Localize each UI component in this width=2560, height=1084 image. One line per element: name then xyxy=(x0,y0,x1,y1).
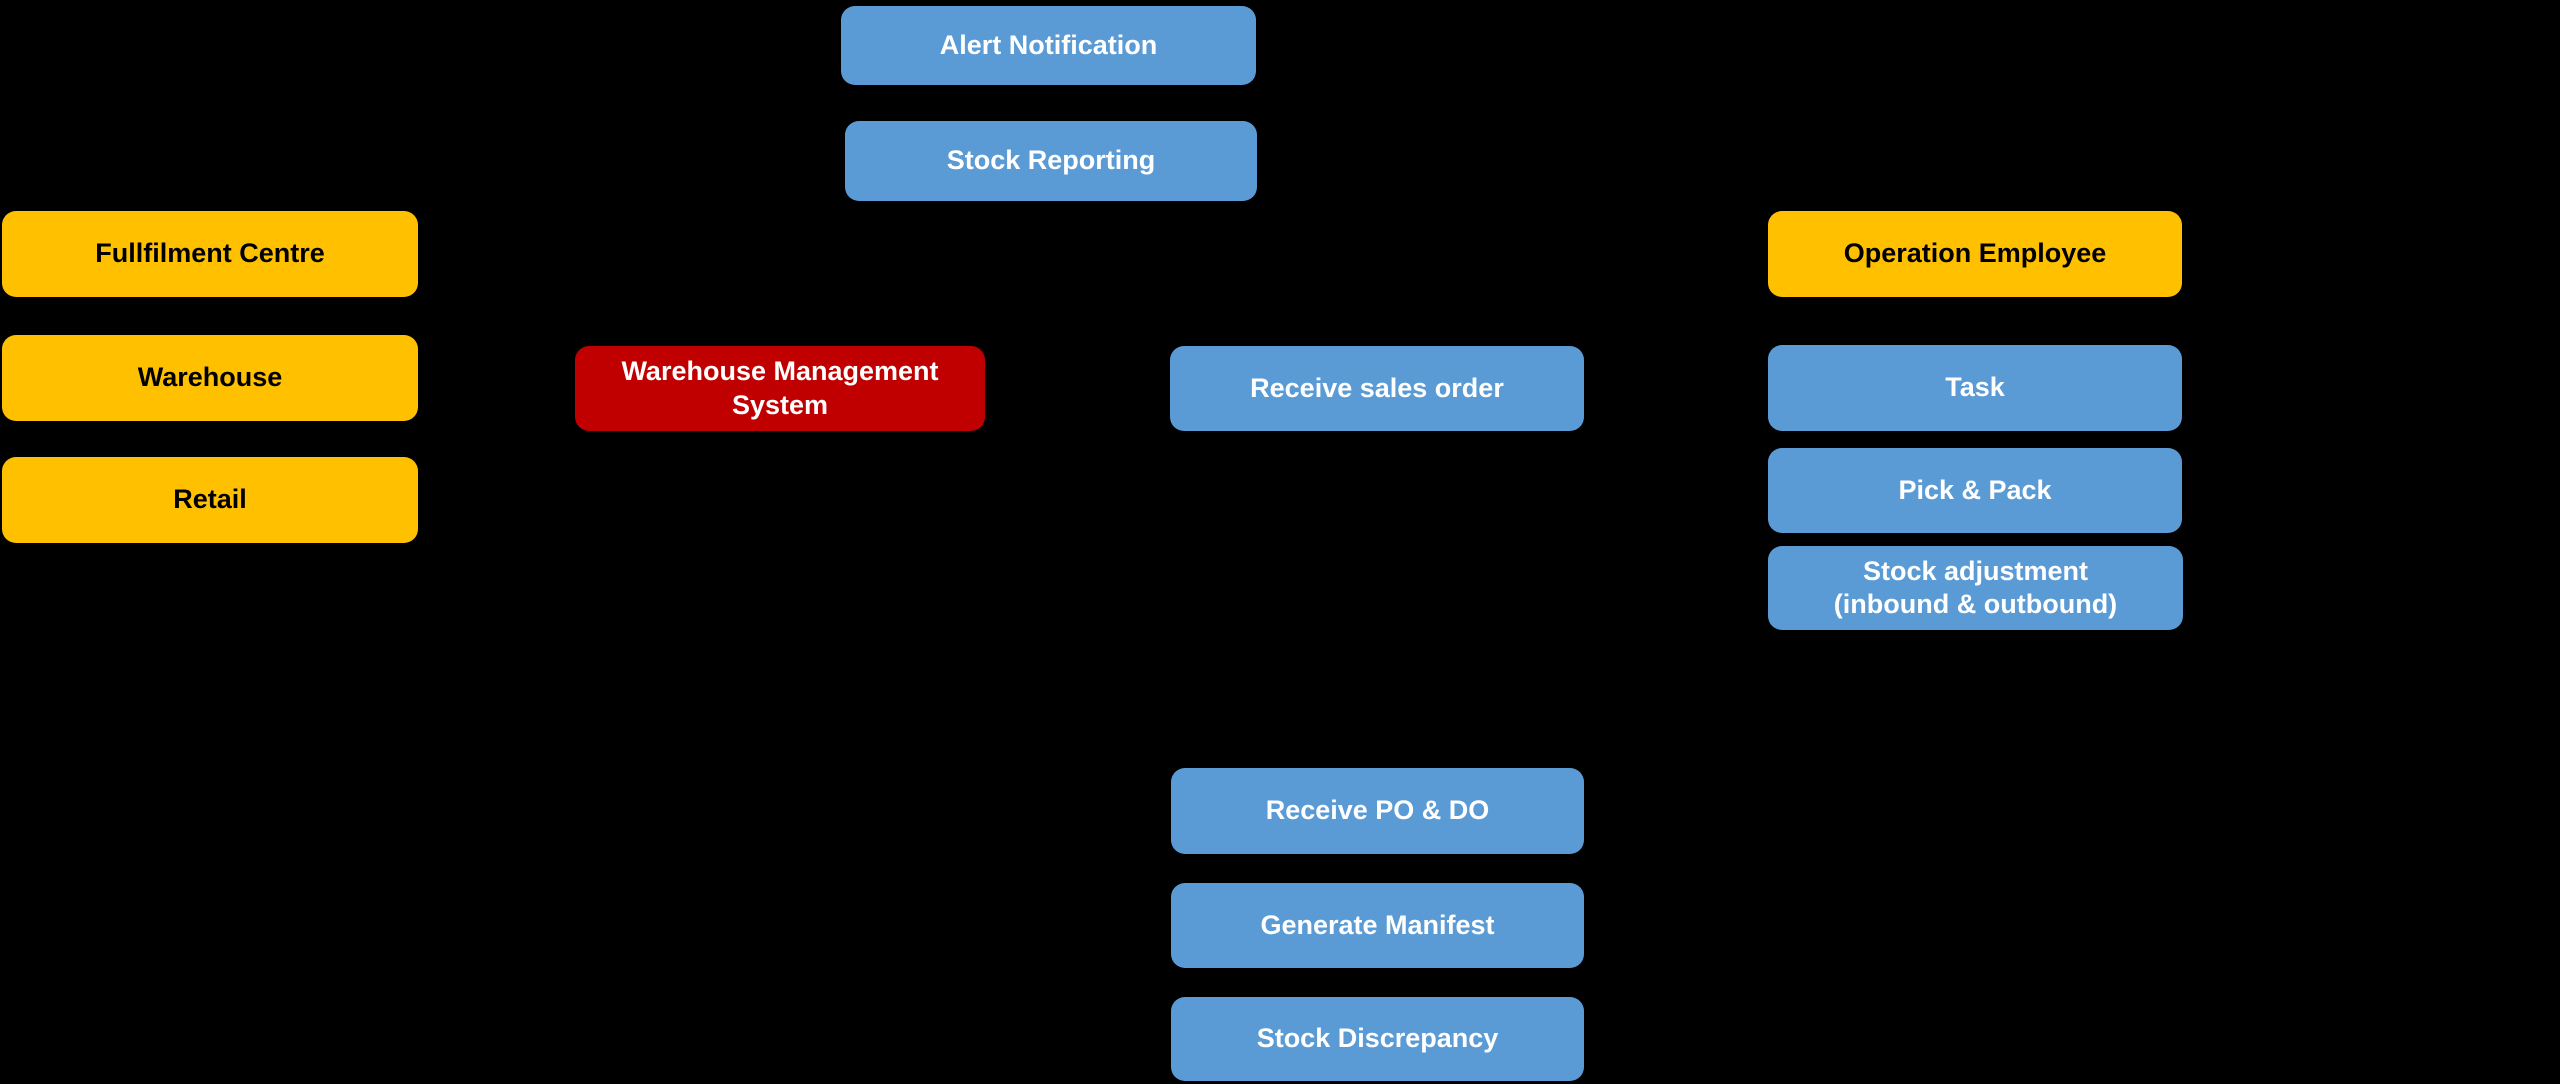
node-label: Alert Notification xyxy=(939,29,1158,60)
node-fullfilment-centre: Fullfilment Centre xyxy=(2,211,418,297)
node-label: Generate Manifest xyxy=(1260,909,1495,940)
node-generate-manifest: Generate Manifest xyxy=(1171,883,1584,968)
node-warehouse: Warehouse xyxy=(2,335,418,421)
node-label: Stock Reporting xyxy=(946,145,1156,176)
node-stock-reporting: Stock Reporting xyxy=(845,121,1257,201)
node-operation-employee: Operation Employee xyxy=(1768,211,2182,297)
node-label: Receive sales order xyxy=(1250,372,1504,403)
node-retail: Retail xyxy=(2,457,418,543)
node-label: Operation Employee xyxy=(1843,238,2107,269)
node-pick-and-pack: Pick & Pack xyxy=(1768,448,2182,533)
node-label: Task xyxy=(1945,372,2005,403)
node-label: Warehouse xyxy=(137,362,283,393)
node-label: Pick & Pack xyxy=(1898,474,2052,505)
node-label: Stock adjustment (inbound & outbound) xyxy=(1833,555,2118,619)
node-label: Receive PO & DO xyxy=(1265,795,1490,826)
node-stock-discrepancy: Stock Discrepancy xyxy=(1171,997,1584,1081)
node-receive-po-and-do: Receive PO & DO xyxy=(1171,768,1584,854)
node-stock-adjustment: Stock adjustment (inbound & outbound) xyxy=(1768,546,2183,630)
node-label: Fullfilment Centre xyxy=(95,238,325,269)
node-label: Retail xyxy=(173,484,247,515)
node-warehouse-management-system: Warehouse Management System xyxy=(575,346,985,431)
node-task: Task xyxy=(1768,345,2182,431)
node-label: Stock Discrepancy xyxy=(1256,1023,1499,1054)
node-label: Warehouse Management System xyxy=(621,356,939,420)
node-receive-sales-order: Receive sales order xyxy=(1170,346,1584,431)
node-alert-notification: Alert Notification xyxy=(841,6,1256,85)
